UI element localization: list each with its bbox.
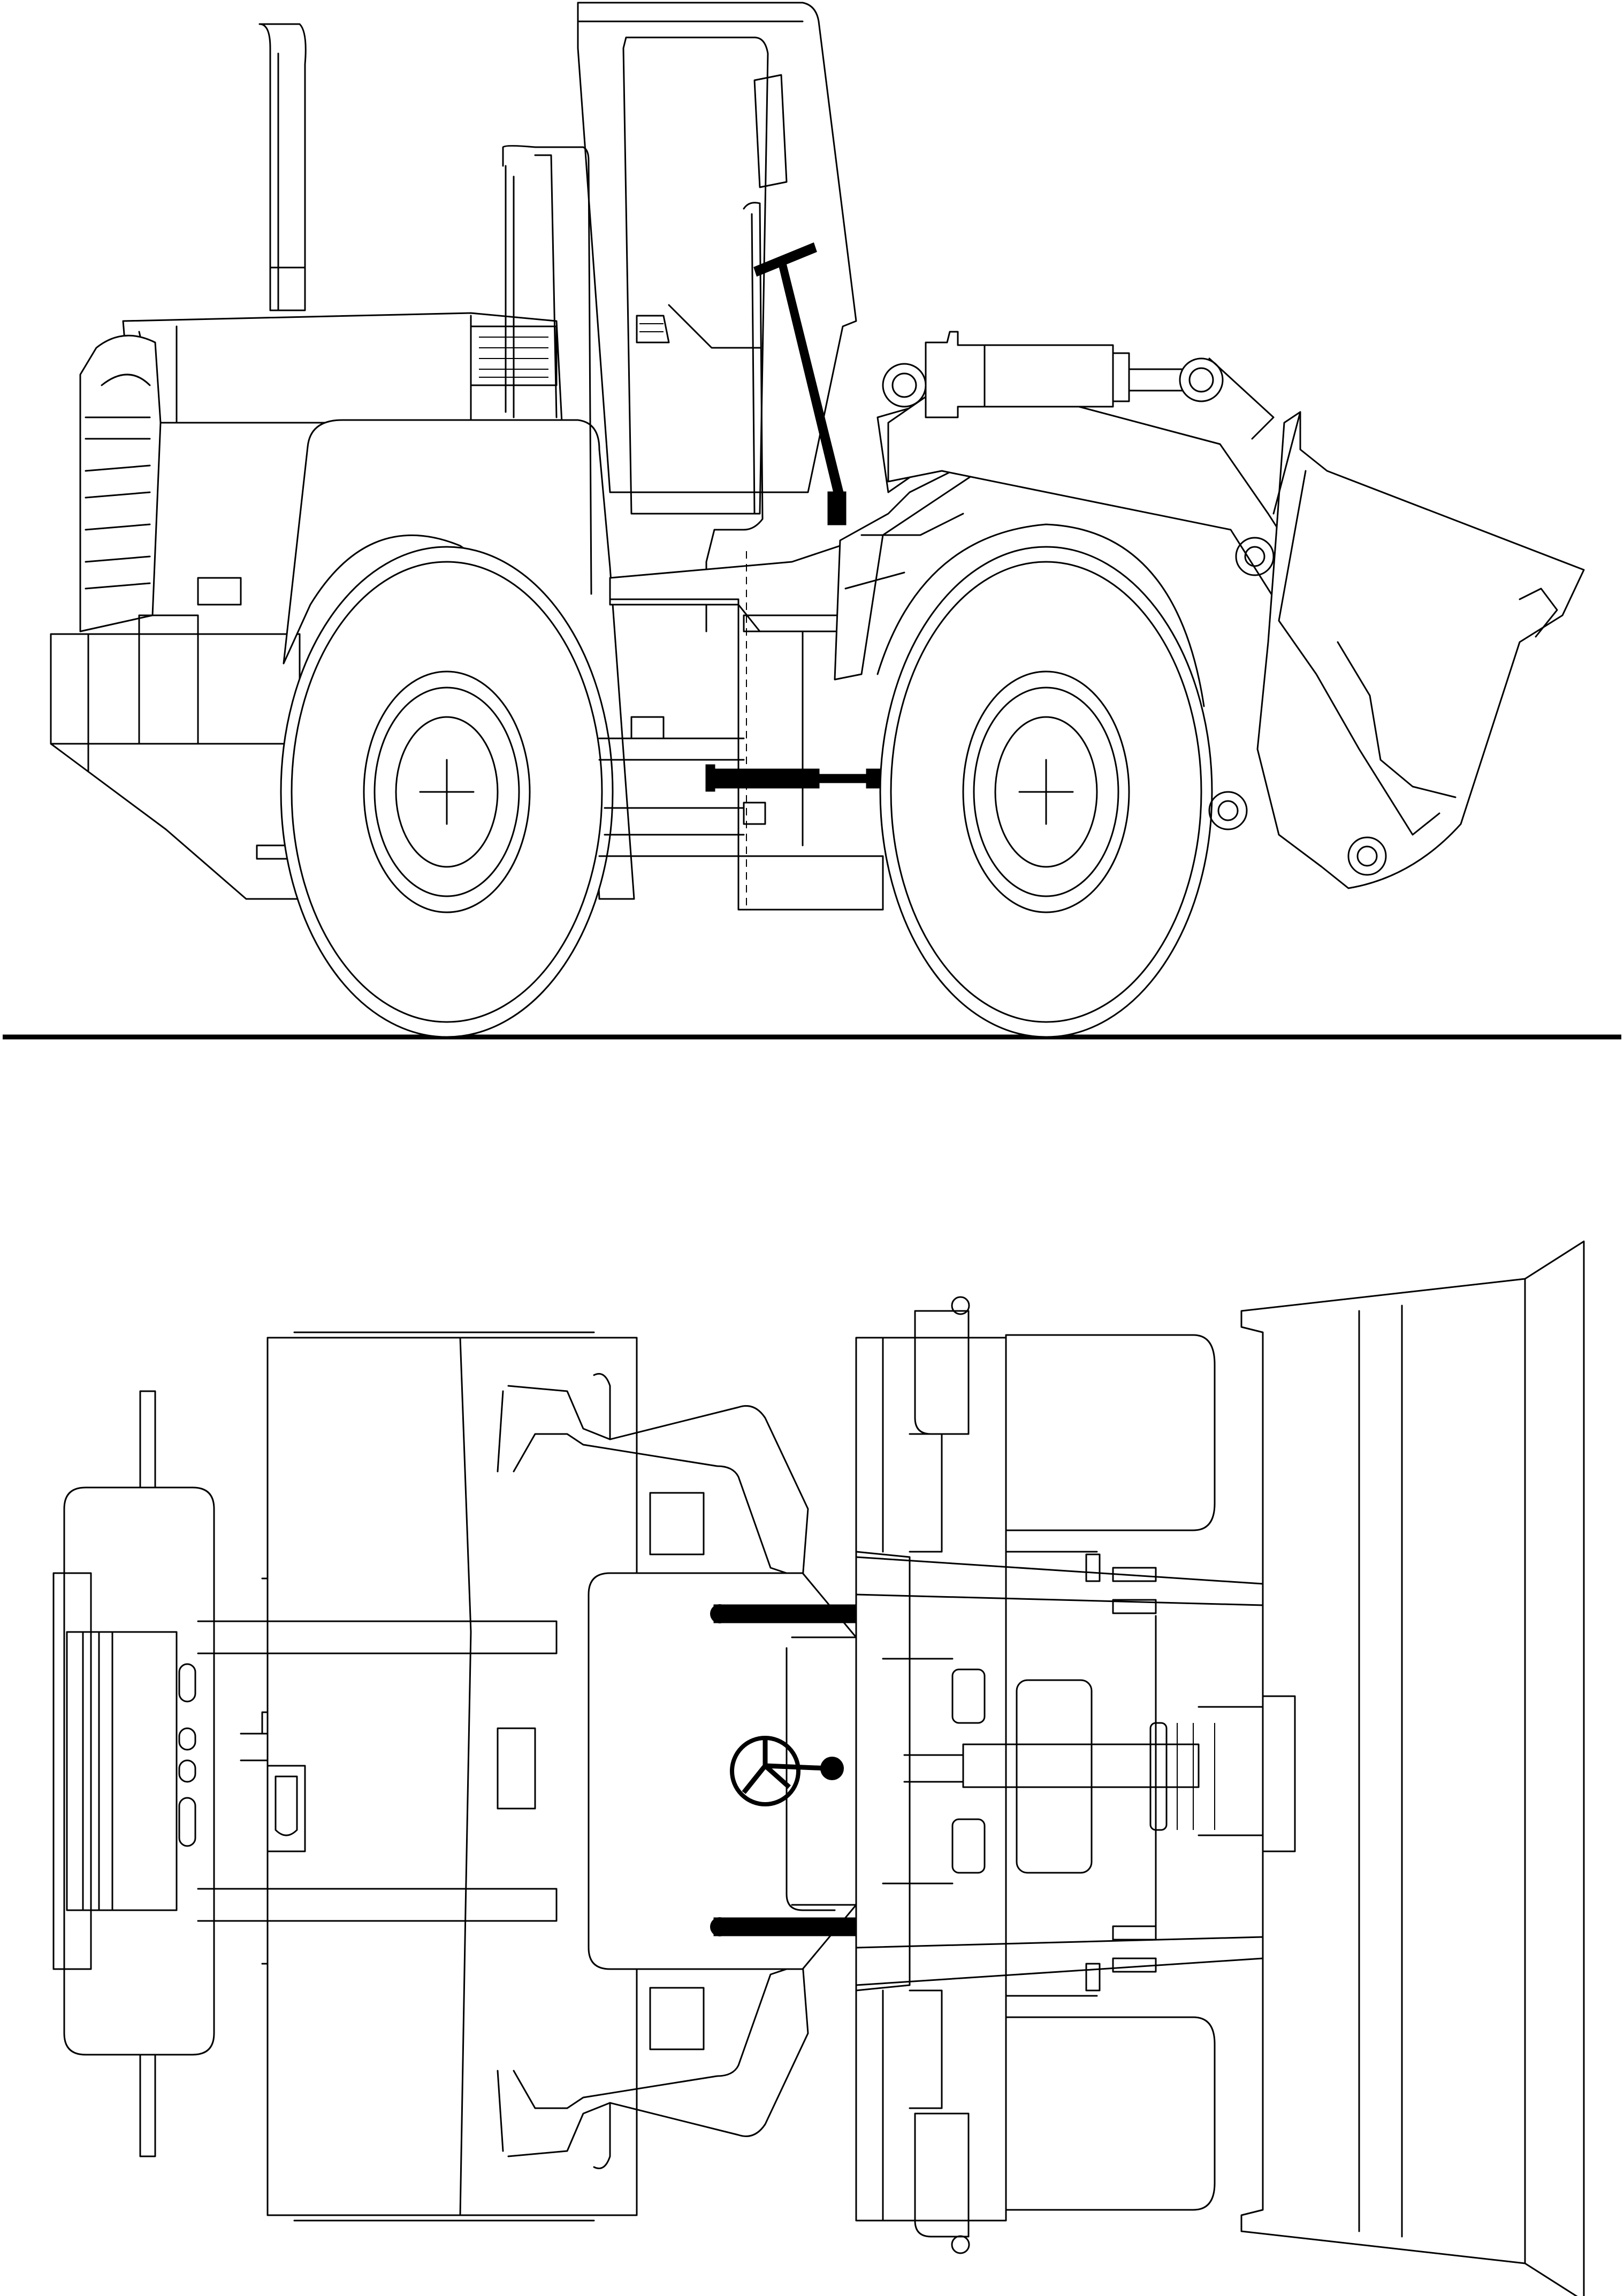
top-view (52, 1240, 1585, 2296)
top-front-frame (855, 1337, 1200, 2222)
cab (502, 2, 857, 632)
rear-radiator (79, 334, 162, 632)
front-wheel (876, 523, 1213, 1038)
top-counterweight (52, 1486, 215, 2056)
top-front-wheel-upper (914, 1296, 1216, 1553)
chassis (598, 539, 884, 911)
counterweight (50, 577, 301, 900)
top-front-wheel-lower (914, 1995, 1216, 2254)
tilt-cylinder (925, 331, 1275, 440)
bucket (1256, 411, 1585, 889)
top-hood (197, 1331, 638, 2222)
steering-cylinder (705, 764, 887, 792)
exhaust-stack (258, 23, 307, 311)
rear-wheel (280, 546, 614, 1038)
top-bucket (1240, 1240, 1585, 2296)
engine-hood (122, 312, 563, 424)
steering-wheel-icon (730, 1736, 844, 1806)
strut (753, 242, 847, 525)
side-view (3, 2, 1621, 1040)
